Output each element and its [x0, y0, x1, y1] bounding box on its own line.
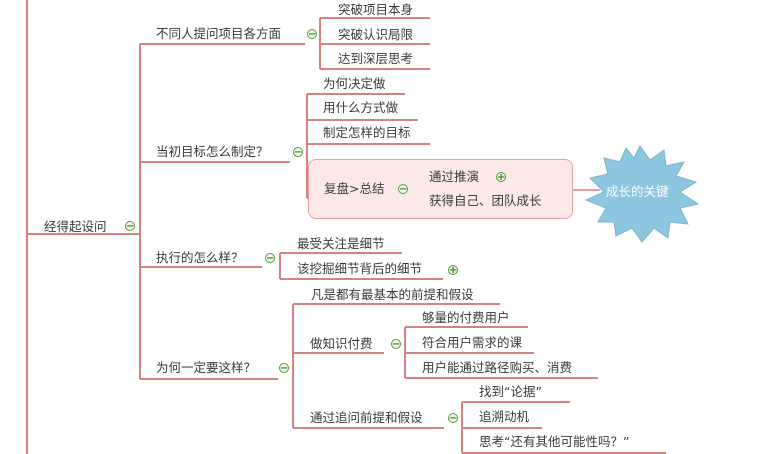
collapse-icon[interactable]: −: [265, 253, 275, 264]
collapse-icon[interactable]: −: [293, 147, 303, 158]
branch-node[interactable]: 当初目标怎么制定？: [156, 144, 269, 159]
leaf-node[interactable]: 为何决定做: [323, 76, 386, 91]
collapse-icon[interactable]: −: [279, 363, 289, 374]
collapse-icon[interactable]: −: [448, 413, 458, 424]
leaf-node[interactable]: 通过推演: [429, 169, 480, 184]
leaf-node[interactable]: 制定怎样的目标: [323, 125, 411, 140]
leaf-node[interactable]: 用什么方式做: [323, 100, 399, 115]
branch-node[interactable]: 为何一定要这样？: [156, 360, 257, 375]
collapse-icon[interactable]: −: [398, 184, 408, 195]
leaf-node[interactable]: 达到深层思考: [338, 51, 414, 66]
leaf-node[interactable]: 最受关注是细节: [297, 236, 385, 251]
branch-node[interactable]: 不同人提问项目各方面: [156, 26, 282, 41]
expand-icon[interactable]: +: [496, 172, 506, 183]
sub-branch-node[interactable]: 复盘>总结: [324, 181, 385, 196]
sub-branch-node[interactable]: 做知识付费: [310, 336, 373, 351]
highlight-group: [308, 159, 573, 219]
expand-icon[interactable]: +: [448, 265, 458, 276]
branch-node[interactable]: 执行的怎么样？: [156, 250, 244, 265]
leaf-node[interactable]: 符合用户需求的课: [422, 335, 523, 350]
leaf-node[interactable]: 获得自己、团队成长: [429, 193, 542, 208]
collapse-icon[interactable]: −: [307, 29, 317, 40]
leaf-node[interactable]: 追溯动机: [479, 409, 530, 424]
leaf-node[interactable]: 突破认识局限: [338, 27, 414, 42]
leaf-node[interactable]: 够量的付费用户: [422, 310, 510, 325]
collapse-icon[interactable]: −: [391, 339, 401, 350]
leaf-node[interactable]: 思考“还有其他可能性吗？”: [479, 434, 630, 449]
leaf-node[interactable]: 凡是都有最基本的前提和假设: [311, 287, 474, 302]
callout-label[interactable]: 成长的关键: [606, 184, 669, 199]
leaf-node[interactable]: 找到“论据”: [479, 384, 542, 399]
leaf-node[interactable]: 突破项目本身: [338, 2, 414, 17]
sub-branch-node[interactable]: 通过追问前提和假设: [310, 410, 423, 425]
leaf-node[interactable]: 该挖掘细节背后的细节: [297, 261, 423, 276]
callout-burst-shape: [584, 145, 700, 243]
root-node[interactable]: 经得起设问: [44, 219, 107, 234]
leaf-node[interactable]: 用户能通过路径购买、消费: [422, 360, 573, 375]
collapse-icon[interactable]: −: [125, 221, 135, 232]
